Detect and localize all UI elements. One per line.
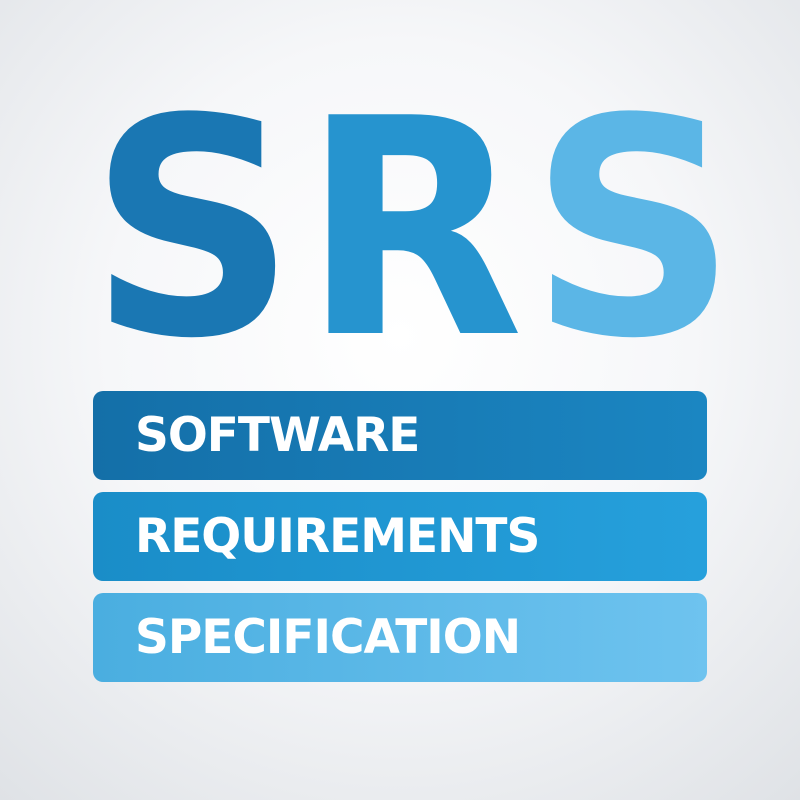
bar-software-label: SOFTWARE — [135, 408, 420, 463]
acronym-letter-s-second: S — [529, 55, 737, 404]
bar-specification: SPECIFICATION — [93, 593, 707, 682]
bar-requirements: REQUIREMENTS — [93, 492, 707, 581]
bar-specification-label: SPECIFICATION — [135, 610, 521, 665]
bar-software: SOFTWARE — [93, 391, 707, 480]
term-bars: SOFTWARE REQUIREMENTS SPECIFICATION — [93, 391, 707, 694]
bar-requirements-label: REQUIREMENTS — [135, 509, 540, 564]
acronym-letter-s: S — [88, 55, 296, 404]
acronym-letter-r: R — [301, 55, 524, 404]
acronym-title: S R S — [74, 80, 746, 380]
